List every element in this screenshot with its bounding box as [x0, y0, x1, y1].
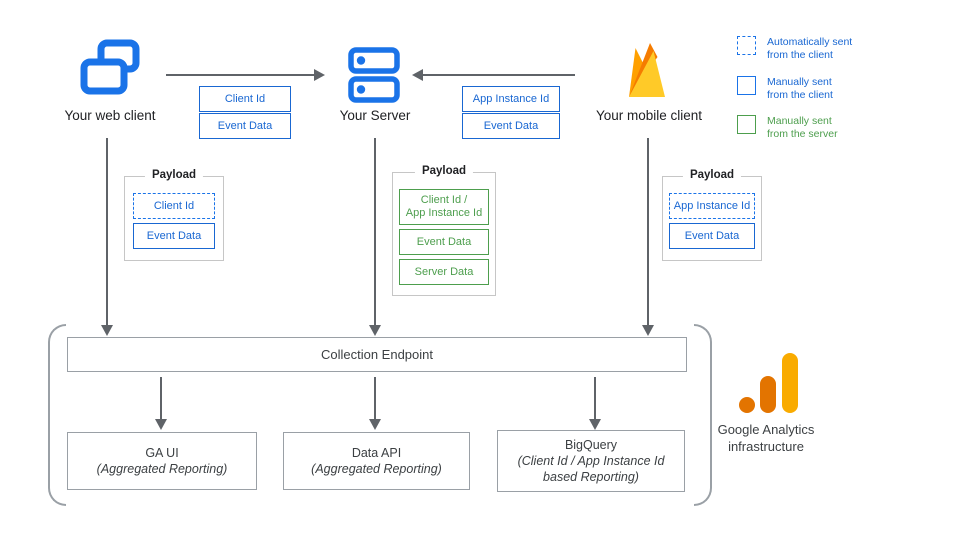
node-title: BigQuery — [564, 438, 618, 452]
bracket-right — [694, 324, 712, 506]
legend-dashed-blue-square-icon — [737, 36, 756, 55]
payload-item-app-instance-id: App Instance Id — [669, 193, 755, 219]
legend-item-manual-client: Manually sent from the client — [767, 76, 833, 101]
node-bigquery: BigQuery (Client Id / App Instance Id ba… — [497, 430, 685, 492]
payload-item-event-data: Event Data — [399, 229, 489, 255]
legend-solid-blue-square-icon — [737, 76, 756, 95]
node-subtitle: (Client Id / App Instance Id based Repor… — [517, 454, 665, 484]
arrow-head-down-icon — [589, 419, 601, 430]
collection-endpoint-box: Collection Endpoint — [67, 337, 687, 372]
payload-item-event-data: Event Data — [669, 223, 755, 249]
payload-item-client-app-id: Client Id / App Instance Id — [399, 189, 489, 225]
arrow-head-down-icon — [155, 419, 167, 430]
payload-item-event-data: Event Data — [133, 223, 215, 249]
arrow-head-down-icon — [101, 325, 113, 336]
google-analytics-icon — [739, 353, 798, 413]
mobile-client-label: Your mobile client — [595, 108, 703, 123]
legend-item-manual-server: Manually sent from the server — [767, 115, 838, 140]
payload-web: Payload Client Id Event Data — [124, 169, 224, 261]
chip-client-id: Client Id — [199, 86, 291, 112]
web-client-icon — [80, 39, 140, 95]
node-subtitle: (Aggregated Reporting) — [311, 462, 442, 476]
chip-app-instance-id: App Instance Id — [462, 86, 560, 112]
node-ga-ui: GA UI (Aggregated Reporting) — [67, 432, 257, 490]
payload-mobile: Payload App Instance Id Event Data — [662, 169, 762, 261]
web-client-label: Your web client — [64, 108, 156, 123]
node-data-api: Data API (Aggregated Reporting) — [283, 432, 470, 490]
arrow-head-right-icon — [314, 69, 325, 81]
payload-item-client-id: Client Id — [133, 193, 215, 219]
server-label: Your Server — [339, 108, 411, 123]
server-icon — [348, 47, 400, 103]
arrow-head-left-icon — [412, 69, 423, 81]
node-subtitle: (Aggregated Reporting) — [96, 462, 228, 476]
payload-title: Payload — [682, 169, 742, 181]
arrow-head-down-icon — [369, 325, 381, 336]
chip-event-data-mobile: Event Data — [462, 113, 560, 139]
node-title: GA UI — [145, 446, 179, 460]
payload-title: Payload — [144, 169, 204, 181]
bracket-left — [48, 324, 66, 506]
ga-infrastructure-label: Google Analytics infrastructure — [717, 422, 815, 454]
legend-item-auto-client: Automatically sent from the client — [767, 36, 853, 61]
payload-title: Payload — [414, 165, 474, 177]
legend-solid-green-square-icon — [737, 115, 756, 134]
arrow-head-down-icon — [369, 419, 381, 430]
arrow-head-down-icon — [642, 325, 654, 336]
node-title: Data API — [351, 446, 402, 460]
firebase-icon — [629, 43, 665, 97]
payload-server: Payload Client Id / App Instance Id Even… — [392, 165, 496, 296]
payload-item-server-data: Server Data — [399, 259, 489, 285]
chip-event-data: Event Data — [199, 113, 291, 139]
